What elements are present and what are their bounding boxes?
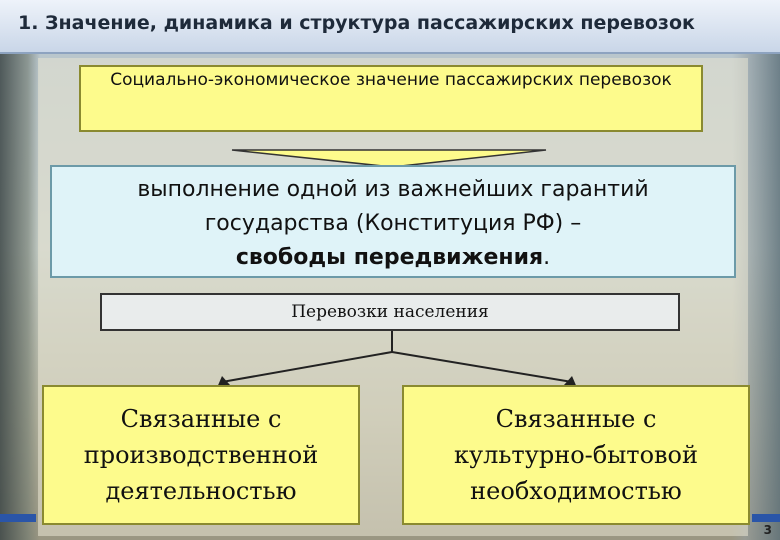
cultural-box: Связанные с культурно-бытовой необходимо… [402, 385, 750, 525]
production-line-3: деятельностью [44, 473, 358, 509]
production-box: Связанные с производственной деятельност… [42, 385, 360, 525]
guarantee-line-2: государства (Конституция РФ) – [52, 207, 734, 241]
production-line-2: производственной [44, 437, 358, 473]
production-line-1: Связанные с [44, 401, 358, 437]
period: . [543, 245, 550, 270]
guarantee-line-1: выполнение одной из важнейших гарантий [52, 173, 734, 207]
right-branch-line [392, 352, 572, 382]
footer-bar: 3 [0, 514, 780, 540]
cultural-line-2: культурно-бытовой [404, 437, 748, 473]
guarantee-box: выполнение одной из важнейших гарантий г… [50, 165, 736, 278]
page-number: 3 [764, 523, 772, 537]
guarantee-line-3: свободы передвижения. [52, 241, 734, 275]
cultural-line-1: Связанные с [404, 401, 748, 437]
footer-accent-right [752, 514, 780, 522]
transport-population-box: Перевозки населения [100, 293, 680, 331]
footer-accent-left [0, 514, 36, 522]
freedom-text: свободы передвижения [236, 245, 543, 270]
cultural-line-3: необходимостью [404, 473, 748, 509]
left-branch-line [222, 352, 392, 382]
